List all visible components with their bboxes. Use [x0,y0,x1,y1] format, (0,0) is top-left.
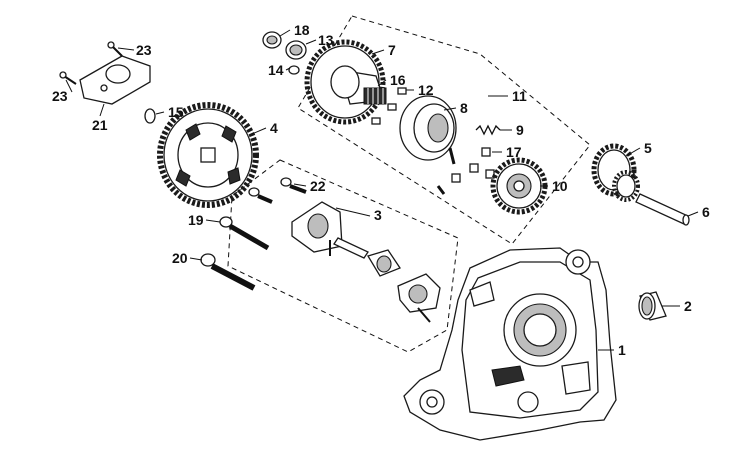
callout-1: 1 [618,342,626,358]
clutch-part [399,95,457,161]
pin-parts-12 [371,87,407,125]
callout-12: 12 [418,82,434,98]
callout-23-top: 23 [136,42,152,58]
callout-10: 10 [552,178,568,194]
double-gear-part [591,143,640,202]
crankcase-part [403,247,617,441]
idle-gear-part [490,157,548,215]
callout-3: 3 [374,207,382,223]
callout-14: 14 [268,62,284,78]
bolt-part-20 [200,253,256,291]
cover-plate-part [79,55,151,105]
callout-15: 15 [168,104,184,120]
pin-parts [436,147,456,195]
bushing-part [638,291,667,321]
callout-22: 22 [310,178,326,194]
callout-9: 9 [516,122,524,138]
callout-4: 4 [270,120,278,136]
callout-6: 6 [702,204,710,220]
callout-8: 8 [460,100,468,116]
needle-bearing-part [363,87,387,105]
callout-21: 21 [92,117,108,133]
callout-16: 16 [390,72,406,88]
shaft-part [635,193,690,226]
callout-2: 2 [684,298,692,314]
bolt-part-19 [219,216,270,251]
bolt-part-22 [248,177,307,204]
callout-13: 13 [318,32,334,48]
callout-18: 18 [294,22,310,38]
spring-part [475,124,501,136]
leader-lines [65,29,699,351]
group-box-3 [227,159,459,353]
callout-23-left: 23 [52,88,68,104]
washer-part [144,108,156,124]
callout-11: 11 [512,88,527,104]
callout-17: 17 [506,144,522,160]
group-box-11 [297,15,591,245]
driven-gear-part [157,102,259,208]
callout-7: 7 [388,42,396,58]
callout-20: 20 [172,250,188,266]
callout-5: 5 [644,140,652,156]
roller-parts [451,147,495,183]
screw-part-23 [59,41,123,85]
callout-19: 19 [188,212,204,228]
oil-pump-parts [291,201,441,323]
seal-bearing-parts [262,31,307,75]
